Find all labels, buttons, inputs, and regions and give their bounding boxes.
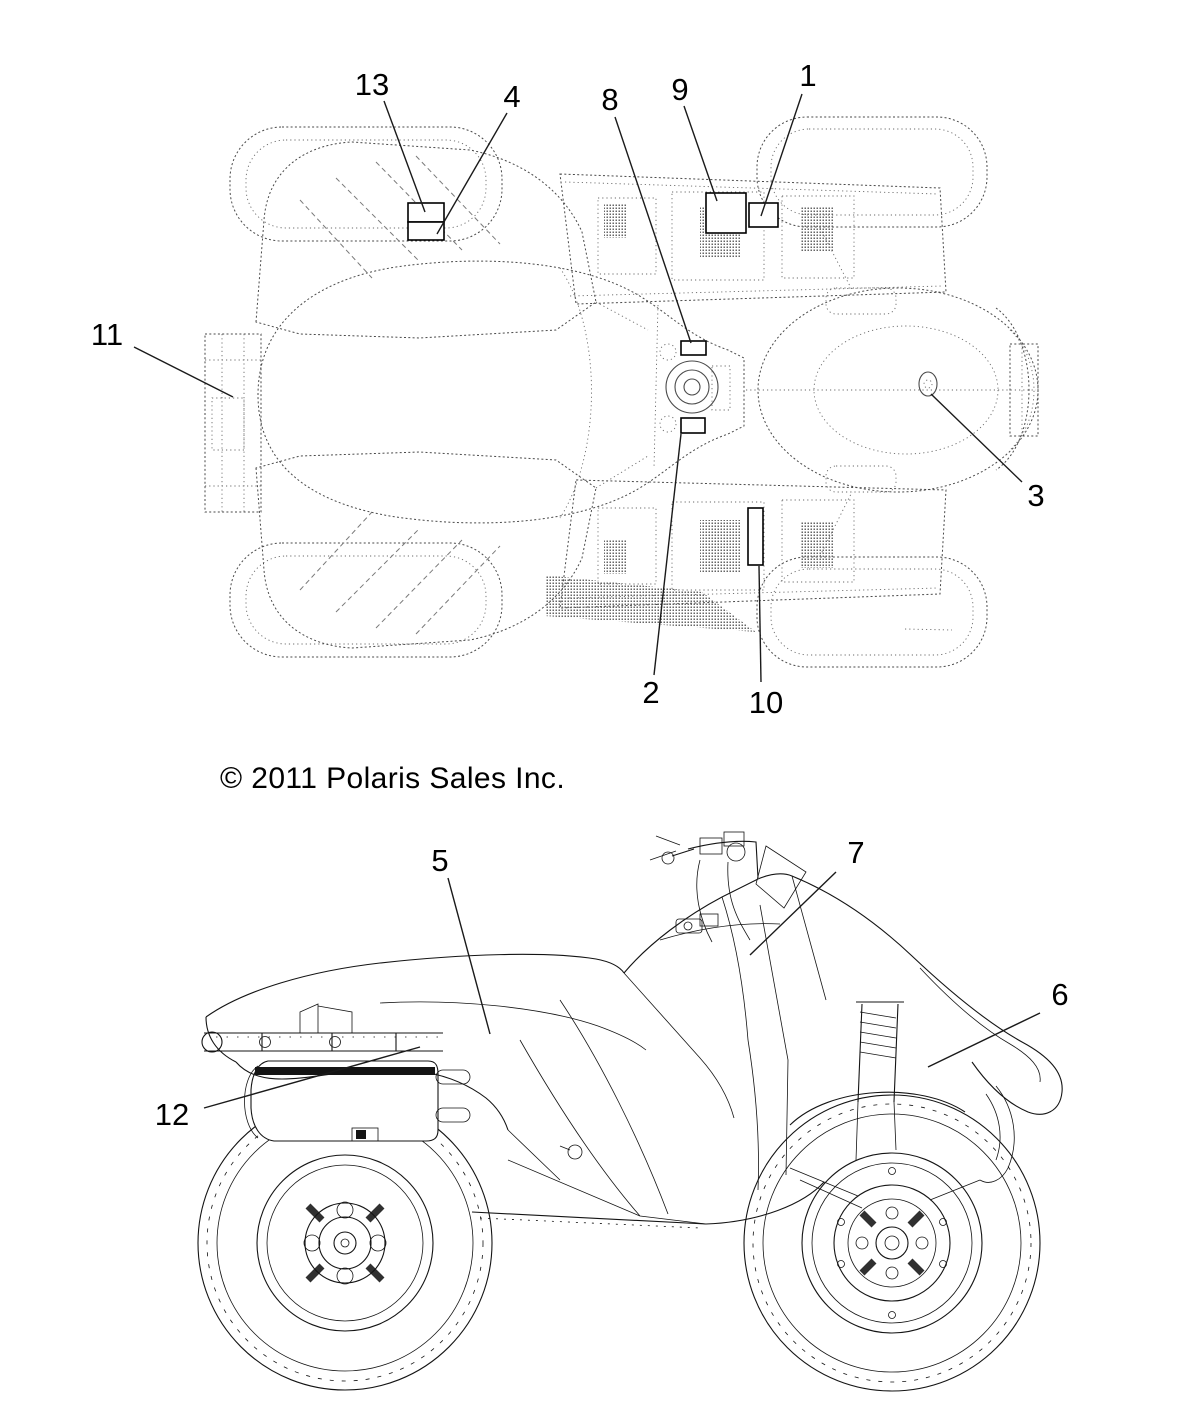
- leader-line-13: [383, 100, 426, 213]
- side-view-suspension: [855, 1001, 904, 1161]
- callout-label-11: 11: [90, 317, 124, 352]
- top-view-footwell-bottom: [545, 479, 947, 632]
- side-view-frame: [471, 875, 981, 1229]
- leader-line-7: [749, 871, 837, 956]
- callout-label-1: 1: [799, 58, 817, 93]
- leader-line-6: [927, 1012, 1041, 1068]
- callout-label-2: 2: [642, 675, 660, 710]
- leader-line-3: [930, 393, 1023, 483]
- decal-box-2: [680, 417, 706, 434]
- leader-line-8: [614, 116, 692, 344]
- callout-label-5: 5: [431, 843, 449, 878]
- top-view-artwork: [204, 116, 1039, 668]
- callout-overlay: [133, 93, 1041, 1109]
- leader-line-2: [653, 433, 682, 676]
- leader-line-4: [436, 112, 508, 235]
- callout-label-6: 6: [1051, 977, 1069, 1012]
- decal-box-8: [680, 340, 707, 356]
- side-view-handlebars: [649, 831, 807, 943]
- callout-label-9: 9: [671, 72, 689, 107]
- side-view-body: [205, 873, 1063, 1191]
- decal-box-1: [748, 202, 779, 228]
- leader-line-12: [203, 1046, 421, 1109]
- callout-label-8: 8: [601, 82, 619, 117]
- callout-label-13: 13: [354, 67, 390, 102]
- top-view-seat-body: [257, 260, 745, 524]
- side-view-rear-rack: [201, 1003, 443, 1053]
- leader-line-9: [683, 105, 718, 202]
- decal-box-4: [407, 221, 445, 241]
- top-view-steering: [653, 304, 731, 469]
- copyright-text: © 2011 Polaris Sales Inc.: [220, 762, 566, 795]
- callout-label-3: 3: [1027, 478, 1045, 513]
- leader-line-1: [760, 93, 803, 217]
- callout-label-12: 12: [154, 1097, 190, 1132]
- decal-box-10: [747, 507, 764, 566]
- top-view-front-pod: [746, 227, 1039, 631]
- callout-label-4: 4: [503, 79, 521, 114]
- top-view-rear-fenders: [255, 141, 597, 649]
- top-view-wheels: [229, 116, 988, 668]
- leader-line-11: [133, 346, 234, 398]
- decal-box-9: [705, 192, 747, 234]
- leader-line-5: [447, 877, 491, 1035]
- callout-label-10: 10: [748, 685, 784, 720]
- leader-line-10: [758, 565, 762, 683]
- top-view-rear-rack: [204, 333, 262, 513]
- side-view-muffler-box: [244, 1060, 583, 1160]
- callout-label-7: 7: [847, 835, 865, 870]
- side-view-front-wheel: [743, 1094, 1041, 1392]
- decal-box-13: [407, 202, 445, 223]
- side-view-artwork: [197, 831, 1063, 1392]
